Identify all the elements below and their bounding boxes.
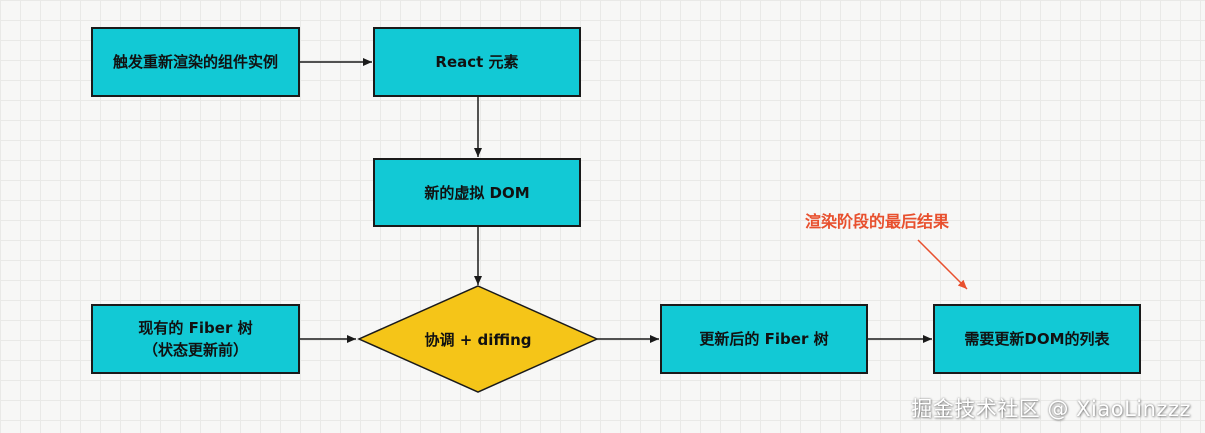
node-new-vdom: 新的虚拟 DOM xyxy=(373,158,581,227)
node-updated-fiber: 更新后的 Fiber 树 xyxy=(660,304,868,374)
node-current-fiber: 现有的 Fiber 树 （状态更新前） xyxy=(91,304,300,374)
node-dom-updates: 需要更新DOM的列表 xyxy=(933,304,1141,374)
annotation-arrow xyxy=(917,239,968,290)
node-react-element: React 元素 xyxy=(373,27,581,97)
annotation-text: 渲染阶段的最后结果 xyxy=(805,212,950,231)
watermark-text: 掘金技术社区 @ XiaoLinzzz xyxy=(911,397,1191,421)
node-trigger: 触发重新渲染的组件实例 xyxy=(91,27,300,97)
node-reconcile-label: 协调 + diffing xyxy=(424,330,532,349)
reconcile-diamond xyxy=(357,285,599,393)
